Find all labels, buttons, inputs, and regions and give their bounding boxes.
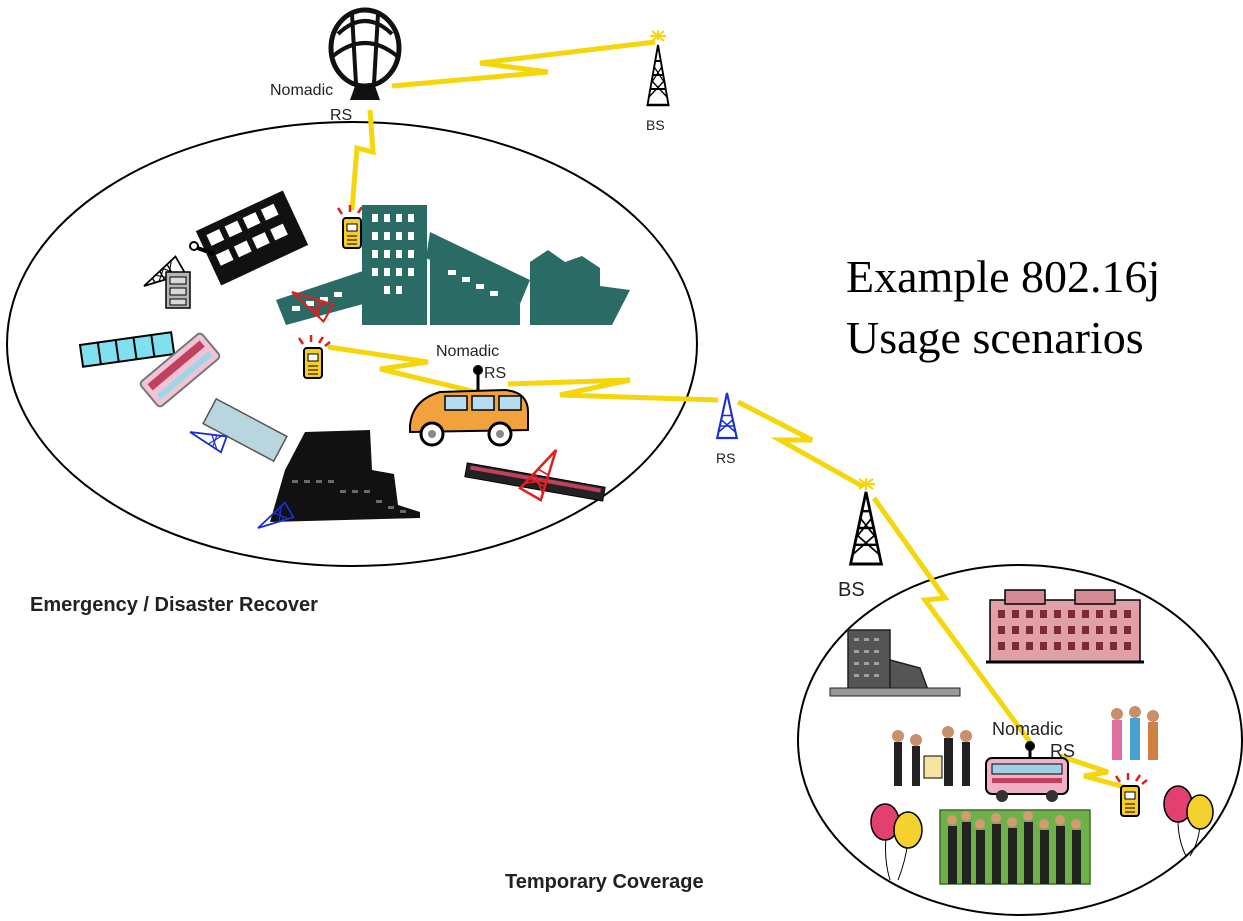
temporary-region-ellipse [797, 564, 1243, 916]
gray-slab-icon [202, 397, 288, 463]
collapsed-building-icon [270, 430, 420, 522]
balloons-right-icon [1163, 785, 1214, 857]
blue-tower-icon-2 [257, 501, 295, 529]
cellphone-icon-3 [1114, 771, 1149, 818]
dancers-icon [1111, 706, 1159, 760]
satellite-dish-icon [189, 241, 215, 256]
red-tower-icon-1 [291, 290, 335, 324]
link-balloon-to-bs [391, 39, 656, 89]
nomadic-bus-icon [985, 741, 1069, 802]
balloon-nomadic-label: Nomadic [270, 82, 333, 99]
title-line2: Usage scenarios [846, 312, 1144, 363]
blue-tower-icon-1 [189, 431, 228, 454]
mid-rs-label: RS [716, 450, 735, 466]
van-rs-label: RS [484, 365, 506, 382]
balloons-left-icon [870, 803, 923, 881]
bus-rs-label: RS [1050, 741, 1075, 761]
cellphone-icon-2 [297, 333, 332, 380]
right-bs-spark-icon [857, 478, 875, 490]
filing-cabinet-icon [165, 271, 191, 309]
right-bs-label: BS [838, 579, 865, 601]
link-phone-to-van [327, 344, 477, 395]
top-bs-spark-icon [650, 30, 666, 42]
nomadic-van-icon [409, 365, 529, 447]
apartment-building-icon [986, 589, 1144, 664]
link-van-to-rs [507, 377, 719, 403]
crowd-icon [939, 809, 1091, 885]
emergency-region-ellipse [6, 121, 698, 567]
link-rs-to-bs [736, 399, 864, 489]
top-bs-label: BS [646, 117, 665, 133]
bus-nomadic-label: Nomadic [992, 719, 1063, 739]
balloon-rs-icon [328, 7, 402, 100]
van-nomadic-label: Nomadic [436, 343, 499, 360]
link-bs-to-bus [871, 496, 1033, 744]
link-balloon-to-phone [349, 109, 376, 211]
link-bus-to-phone [1059, 753, 1129, 791]
emergency-region-label: Emergency / Disaster Recover [30, 594, 318, 616]
wireless-links [327, 39, 1129, 791]
city-windows [292, 214, 498, 311]
train-car-icon [78, 331, 176, 368]
city-skyline-icon [276, 205, 630, 325]
top-bs-tower-icon [646, 43, 670, 107]
title-line1: Example 802.16j [846, 251, 1160, 302]
office-building-icon [829, 629, 961, 697]
damaged-building-icon [195, 190, 309, 286]
tipped-bus-icon [139, 332, 221, 408]
temporary-region-label: Temporary Coverage [505, 871, 704, 893]
red-tower-icon-2 [518, 449, 558, 503]
mid-rs-tower-icon [715, 392, 739, 440]
balloon-rs-label: RS [330, 107, 352, 124]
party-guests-icon [892, 726, 972, 786]
